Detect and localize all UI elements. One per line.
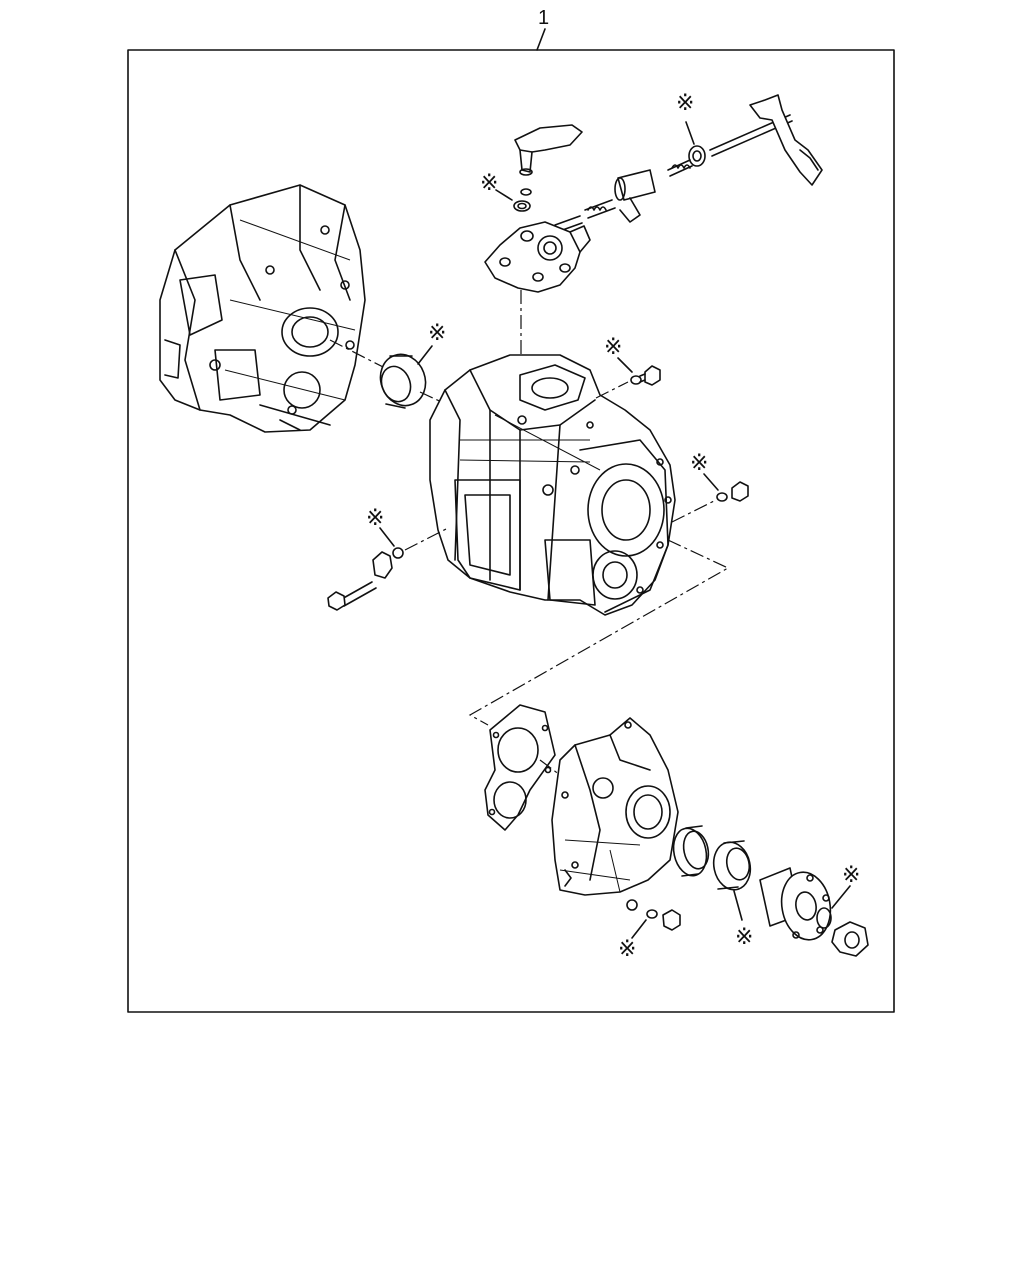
companion-flange [759,867,832,941]
lock-nut [831,921,869,957]
transfer-adapter-housing [551,717,679,911]
item-number-label: 1 [538,7,549,29]
clutch-housing [159,184,366,433]
replace-mark: ※ [366,506,384,531]
replace-mark: ※ [428,321,446,346]
oil-seal [379,353,427,409]
bearing [672,825,710,877]
oil-seal [712,840,752,891]
transmission-case [429,354,676,616]
shift-control-housing [484,221,591,293]
item-leader-line [536,28,546,51]
gasket [484,704,556,831]
replace-mark: ※ [690,451,708,476]
assembly-frame [127,49,895,1013]
plug-bolt [630,365,661,386]
replace-mark: ※ [480,171,498,196]
shift-rod-assembly [554,94,823,233]
replace-mark: ※ [842,863,860,888]
check-bolt [646,909,681,931]
replace-mark: ※ [676,91,694,116]
replace-mark: ※ [604,335,622,360]
check-bolt [716,481,749,502]
drain-bolt [327,547,404,611]
shift-lever [513,124,583,212]
replace-mark: ※ [735,925,753,950]
replace-mark: ※ [618,937,636,962]
